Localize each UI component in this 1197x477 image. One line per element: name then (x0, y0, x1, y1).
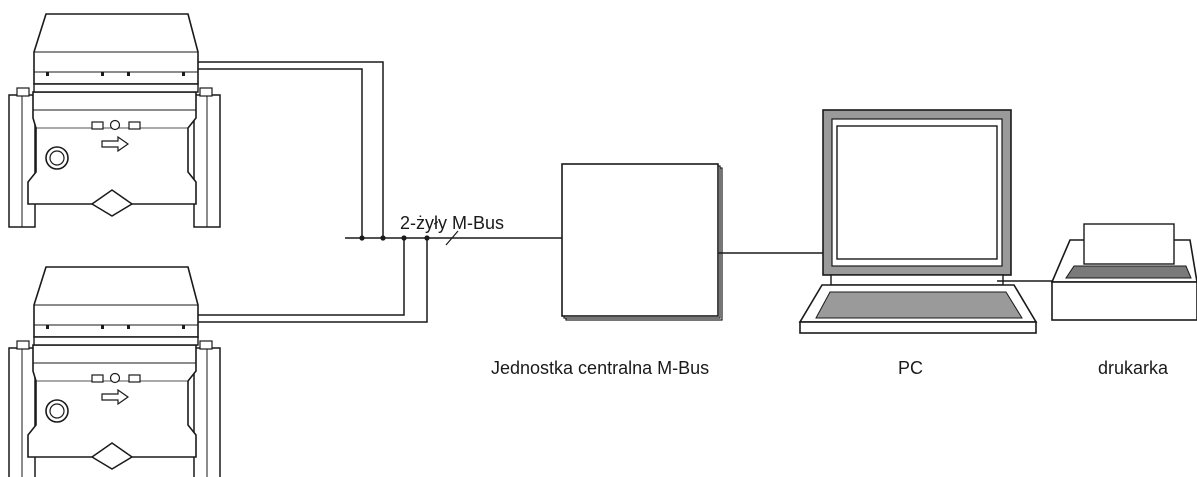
printer (1050, 223, 1197, 321)
printer-label: drukarka (1098, 358, 1169, 378)
central-unit-label: Jednostka centralna M-Bus (491, 358, 710, 378)
heat-meter-top (8, 13, 221, 228)
pc-label: PC (898, 358, 924, 378)
bus-label: 2-żyły M-Bus (400, 213, 505, 233)
central-unit-box (561, 163, 723, 321)
bus-junction-dots (359, 235, 430, 241)
pc-computer (798, 109, 1038, 334)
bus-wiring (198, 61, 562, 323)
heat-meter-bottom (8, 266, 221, 477)
